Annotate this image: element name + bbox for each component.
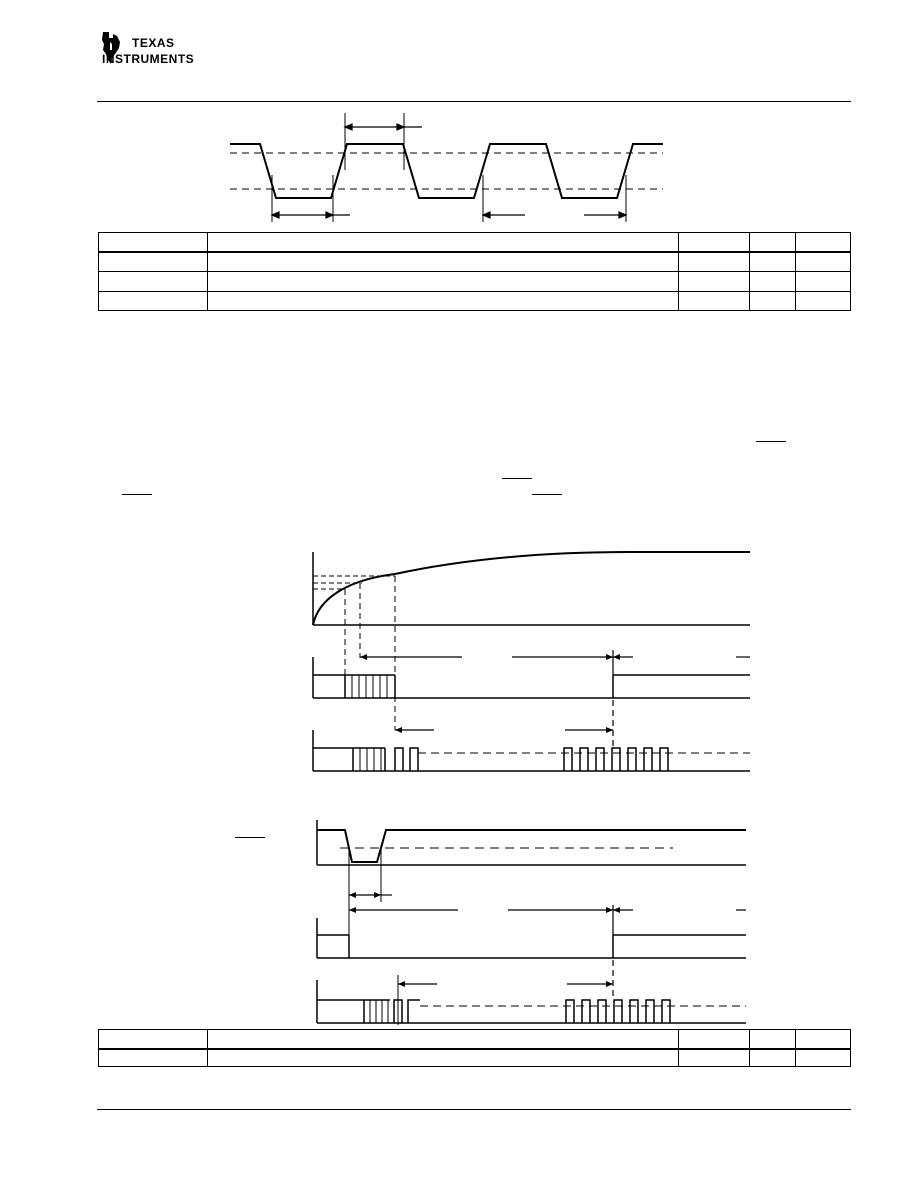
table-row	[98, 291, 851, 311]
table-header-row	[98, 1029, 851, 1050]
threshold-lines	[230, 152, 663, 190]
power-up-timing-diagram	[312, 551, 750, 772]
reset-undefined-hatch	[351, 675, 388, 698]
table-row	[98, 1048, 851, 1067]
overbar-signal	[756, 441, 786, 442]
reset-output-trace	[312, 657, 750, 699]
manual-reset-input-trace	[316, 820, 746, 866]
table-row	[98, 271, 851, 292]
logo-line-instruments: INSTRUMENTS	[102, 52, 195, 66]
oscillator-hatch	[359, 748, 382, 771]
overbar-signal	[502, 478, 532, 479]
timing-markers	[271, 113, 627, 222]
ramp-threshold-lines	[313, 575, 395, 590]
ramp-dropdown-lines	[344, 576, 396, 730]
oscillator-trace	[312, 730, 750, 772]
oscillator-timing-arrow	[395, 700, 614, 748]
manual-reset-output-trace	[316, 918, 746, 959]
reset-timing-arrow	[360, 650, 750, 675]
ti-logo: TEXAS INSTRUMENTS	[100, 28, 215, 70]
manual-reset-timing-diagram	[316, 820, 746, 1025]
footer-rule	[97, 1109, 851, 1110]
manual-reset-oscillator-hatch	[369, 1000, 389, 1023]
power-up-timing-table	[98, 1029, 851, 1067]
header-rule	[97, 101, 851, 102]
texas-state-icon	[102, 32, 120, 64]
manual-reset-osc-arrow	[398, 960, 614, 1000]
overbar-signal	[122, 494, 152, 495]
clock-trace	[230, 143, 663, 199]
clock-timing-table	[98, 232, 851, 311]
timing-arrows	[270, 123, 628, 219]
table-header-row	[98, 232, 851, 253]
clock-timing-waveform	[230, 113, 663, 222]
logo-line-texas: TEXAS	[132, 36, 175, 50]
overbar-signal	[532, 494, 562, 495]
manual-reset-oscillator-trace	[316, 980, 746, 1024]
clock-signal	[230, 143, 663, 199]
manual-reset-delay-arrow	[349, 905, 746, 935]
table-row	[98, 251, 851, 272]
overbar-signal	[235, 837, 265, 838]
supply-ramp-curve	[312, 551, 750, 626]
